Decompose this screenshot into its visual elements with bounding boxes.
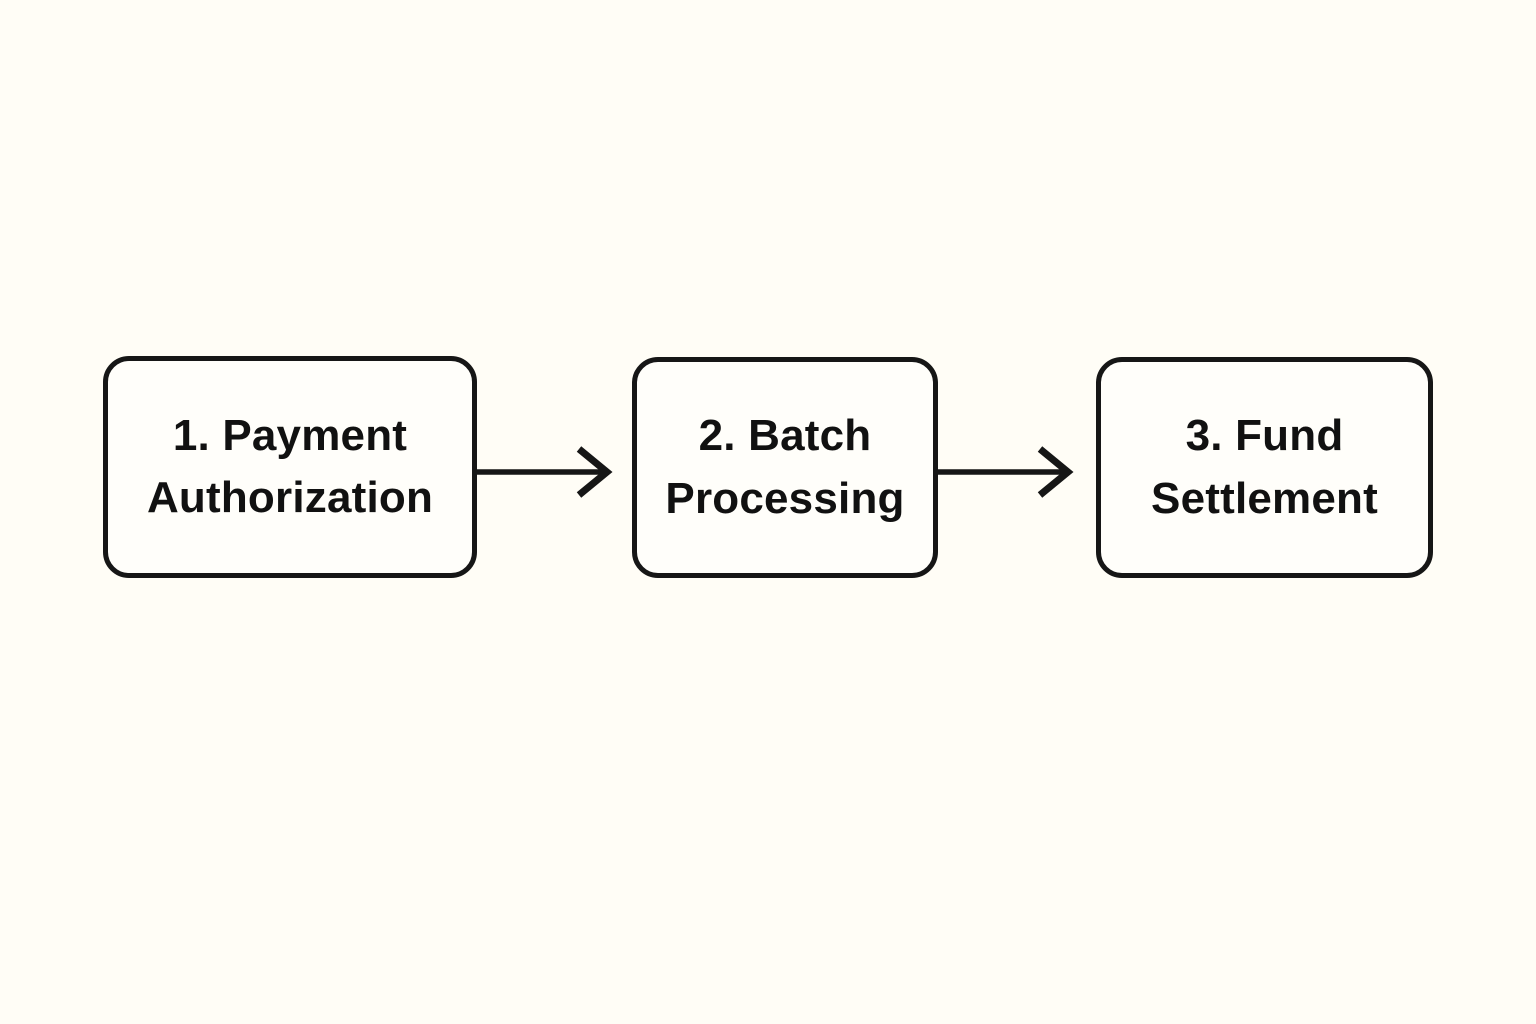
arrow-right-icon	[938, 446, 1074, 498]
node-label-line1: 3. Fund	[1185, 411, 1344, 461]
node-label-line2: Settlement	[1151, 473, 1378, 523]
node-payment-authorization-label: 1. Payment Authorization	[147, 405, 433, 530]
node-label-line2: Processing	[665, 473, 905, 523]
node-batch-processing-label: 2. Batch Processing	[665, 405, 904, 530]
node-fund-settlement-label: 3. Fund Settlement	[1151, 405, 1378, 530]
node-batch-processing: 2. Batch Processing	[632, 357, 938, 578]
node-label-line1: 1. Payment	[172, 410, 408, 460]
node-label-line2: Authorization	[146, 473, 434, 522]
node-label-line1: 2. Batch	[698, 411, 872, 461]
arrow-right-icon	[477, 446, 613, 498]
node-payment-authorization: 1. Payment Authorization	[103, 356, 477, 578]
node-fund-settlement: 3. Fund Settlement	[1096, 357, 1433, 578]
